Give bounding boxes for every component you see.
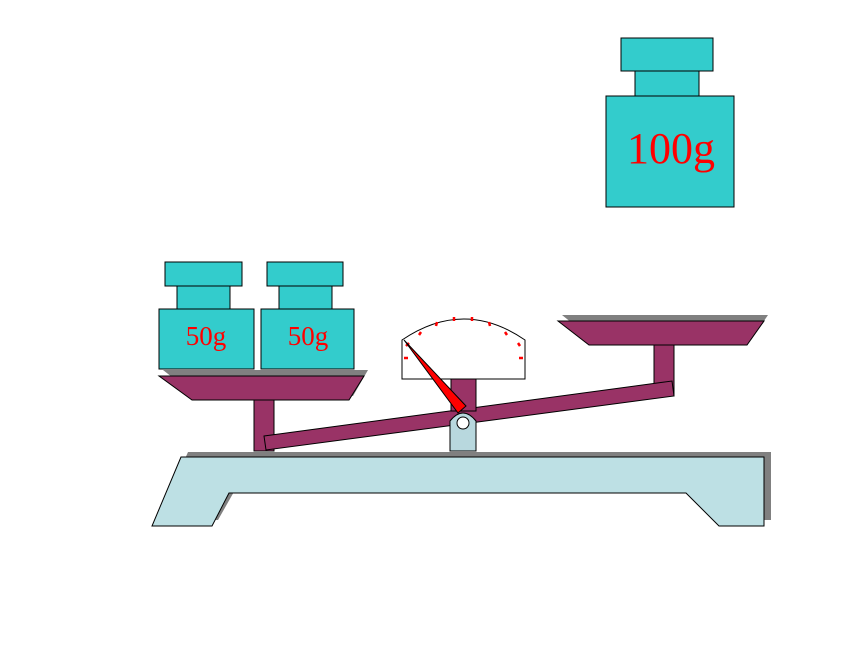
left-weight-1-label: 50g [186, 321, 227, 351]
weight-neck [176, 285, 231, 310]
weight-icon [266, 261, 344, 287]
right-balance-pan [556, 315, 768, 346]
loose-weight-label: 100g [627, 124, 715, 173]
loose-weight-100g[interactable]: 100g [605, 37, 735, 208]
scale-base [151, 452, 771, 527]
pivot-block [449, 412, 477, 452]
needle-icon [403, 339, 467, 414]
left-pan-body [157, 375, 365, 401]
left-balance-pan [157, 370, 368, 401]
weight-neck [278, 285, 333, 310]
pivot-pin [456, 416, 470, 430]
left-weight-1[interactable]: 50g [158, 261, 255, 370]
scale-base-body [151, 456, 765, 527]
weight-icon [620, 37, 714, 72]
weight-body [158, 308, 255, 370]
weight-neck [634, 70, 700, 97]
dial-face [401, 318, 526, 380]
weight-body [605, 95, 735, 208]
pivot [449, 412, 477, 452]
weight-icon [164, 261, 243, 287]
left-weight-2[interactable]: 50g [260, 261, 355, 370]
left-weight-2-label: 50g [288, 321, 329, 351]
right-pan-body [556, 320, 765, 346]
gauge-dial-icon [401, 317, 526, 380]
weight-body [260, 308, 355, 370]
